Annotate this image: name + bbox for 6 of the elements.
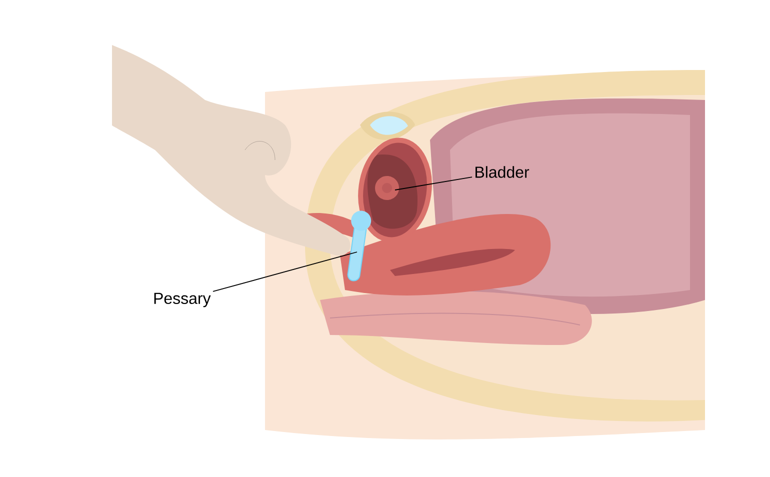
leader-line [212,252,358,292]
part-label: Pessary [154,292,211,308]
leader-line [394,176,472,190]
pessary [347,210,372,282]
part-label: Bladder [476,166,530,178]
bladder [358,138,432,242]
